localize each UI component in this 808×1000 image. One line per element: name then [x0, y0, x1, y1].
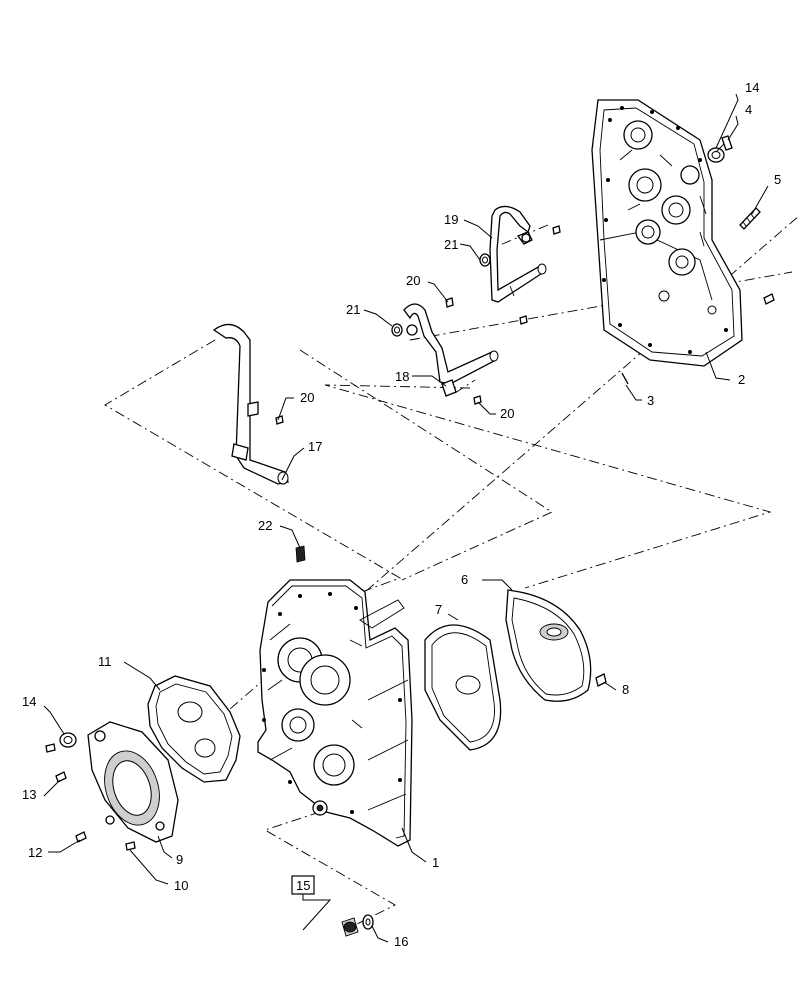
callout-2: 2 — [738, 372, 745, 387]
part-1-main-housing — [257, 579, 413, 847]
part-13-bolt — [55, 771, 67, 783]
callout-15: 15 — [296, 878, 310, 893]
callout-5: 5 — [774, 172, 781, 187]
callout-21-upper: 21 — [444, 237, 458, 252]
part-10-bolt — [125, 841, 136, 851]
callout-20-right: 20 — [500, 406, 514, 421]
callout-20-left: 20 — [300, 390, 314, 405]
part-4-bolt — [715, 135, 733, 153]
callout-14-lower: 14 — [22, 694, 36, 709]
callout-19: 19 — [444, 212, 458, 227]
callout-12: 12 — [28, 845, 42, 860]
callout-17: 17 — [308, 439, 322, 454]
part-21-seal-upper — [479, 253, 491, 267]
part-21-seal-middle — [391, 323, 403, 337]
part-22-plug — [295, 545, 306, 563]
part-6-cover — [505, 589, 592, 702]
callout-4: 4 — [745, 102, 752, 117]
callout-18: 18 — [395, 369, 409, 384]
part-14-seal-ring-lower — [59, 732, 77, 748]
callout-16: 16 — [394, 934, 408, 949]
part-17-pipe — [212, 323, 289, 485]
front-plate-bolt-upper — [45, 743, 56, 753]
part-19-pipe — [489, 205, 547, 303]
callout-13: 13 — [22, 787, 36, 802]
part-15-label-box — [291, 875, 315, 895]
callout-20-top: 20 — [406, 273, 420, 288]
part-11-gasket — [147, 675, 241, 783]
part-9-front-plate — [87, 721, 179, 843]
callout-11: 11 — [98, 654, 112, 669]
pipe-18-bolts — [445, 297, 482, 405]
part-7-gasket — [424, 624, 502, 751]
callout-1: 1 — [432, 855, 439, 870]
callout-leader-lines — [43, 93, 769, 943]
part-16-plug-with-seal — [341, 914, 374, 937]
part-2-rear-housing — [591, 99, 743, 367]
pipe-19-bolts — [519, 225, 561, 325]
callout-6: 6 — [461, 572, 468, 587]
callout-3: 3 — [647, 393, 654, 408]
housing-bolt-right — [763, 293, 775, 305]
part-18-pipe — [403, 303, 499, 397]
part-15-kit-bracket — [291, 875, 332, 931]
callout-10: 10 — [174, 878, 188, 893]
callout-7: 7 — [435, 602, 442, 617]
callout-14-upper: 14 — [745, 80, 759, 95]
callout-numbers: 1 2 3 4 5 6 7 8 9 10 11 12 13 14 14 15 1… — [22, 80, 781, 949]
callout-9: 9 — [176, 852, 183, 867]
part-3-pin — [621, 372, 629, 385]
pipe-17-bolt — [275, 415, 284, 425]
callout-22: 22 — [258, 518, 272, 533]
callout-21-middle: 21 — [346, 302, 360, 317]
part-12-bolt — [75, 831, 87, 843]
part-8-bolt — [595, 673, 607, 687]
part-5-stud — [739, 207, 761, 230]
part-14-seal-ring-upper — [707, 147, 725, 163]
callout-8: 8 — [622, 682, 629, 697]
